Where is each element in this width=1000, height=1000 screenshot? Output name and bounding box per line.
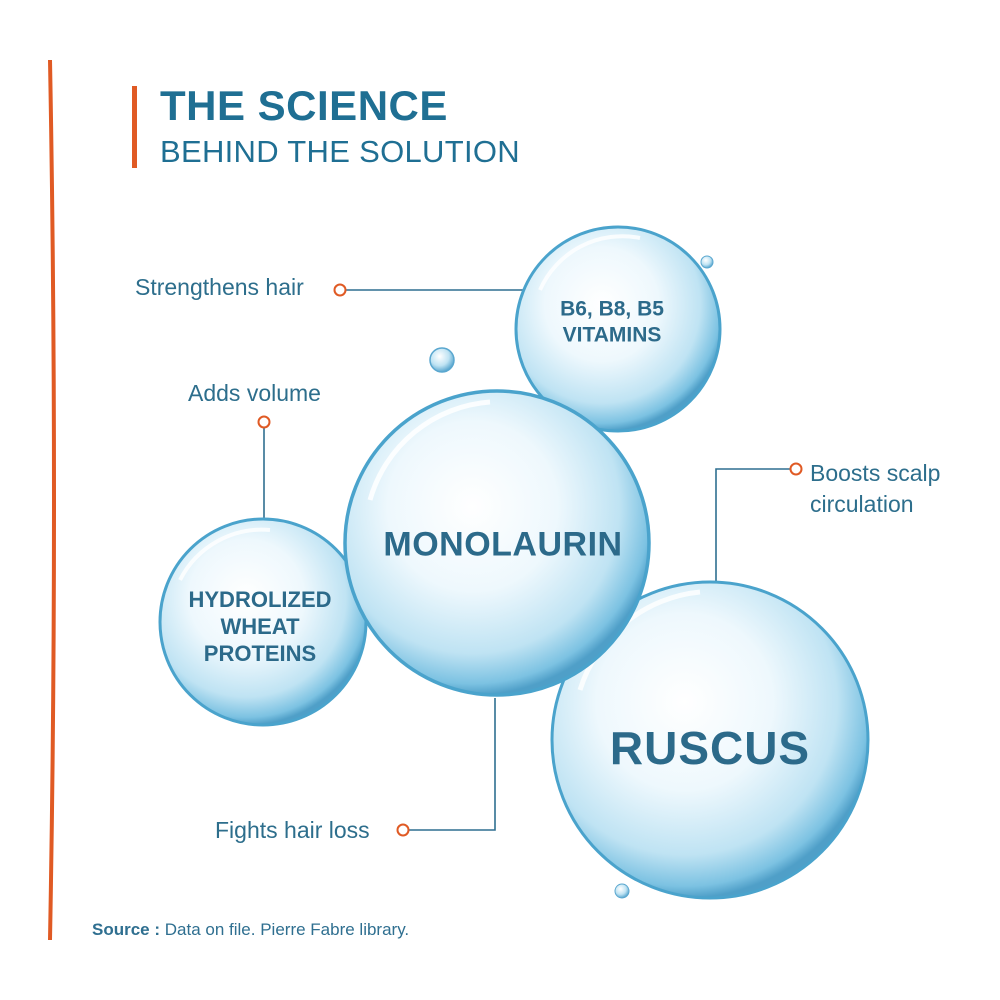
page-title: THE SCIENCE [160,82,448,129]
bubble-ruscus [550,580,870,900]
source-label: Source : [92,920,161,939]
vitamins-label: B6, B8, B5 VITAMINS [560,297,664,346]
bubble-vitamins [514,225,722,433]
benefit-circulation: Boosts scalp circulation [810,460,941,517]
wheat-label: HYDROLIZED WHEAT PROTEINS [188,586,332,666]
droplet [614,883,630,899]
droplet [429,347,455,373]
dot-volume [257,415,271,429]
bubble-monolaurin [343,389,651,697]
source-note: Source : Data on file. Pierre Fabre libr… [92,920,409,940]
source-text: Data on file. Pierre Fabre library. [164,920,410,939]
benefit-hair-loss: Fights hair loss [215,817,370,843]
left-accent-line [48,59,56,941]
benefit-strengthens: Strengthens hair [135,274,304,300]
connectors [263,289,790,831]
monolaurin-label: MONOLAURIN [383,525,623,564]
connector-circulation [715,468,790,600]
connector-hair-loss [409,698,496,831]
dot-strengthens [333,283,347,297]
benefit-volume: Adds volume [188,380,321,406]
droplet [700,255,714,269]
dot-circulation [789,462,803,476]
dot-hair-loss [396,823,410,837]
page-subtitle: BEHIND THE SOLUTION [160,134,520,169]
ruscus-label: RUSCUS [609,721,811,774]
connector-dots [257,283,803,837]
title-accent-bar [132,86,137,168]
